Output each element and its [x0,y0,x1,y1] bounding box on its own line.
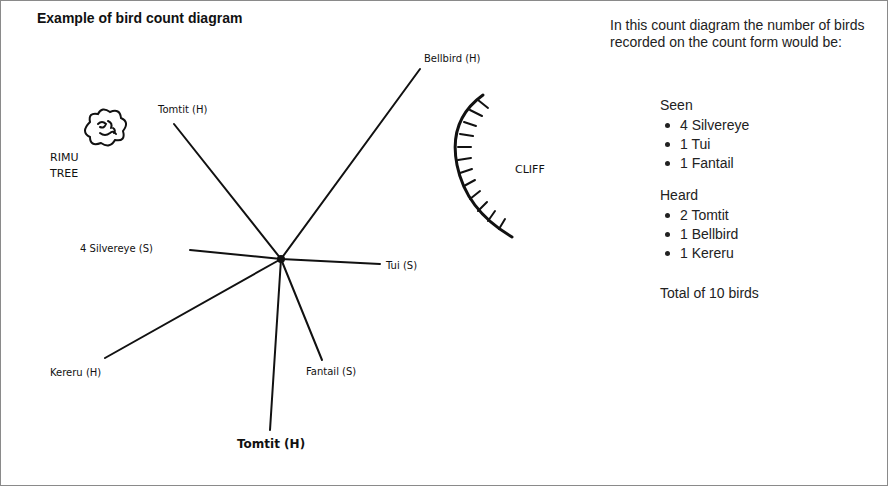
list-item: 2 Tomtit [680,207,729,223]
leader-line [281,69,420,259]
rimu-tree-icon [85,109,126,145]
list-item: 1 Tui [680,136,710,152]
bullet-dot [665,232,670,237]
list-heading: Seen [660,97,693,113]
leader-line [174,124,281,259]
bird-label: Tomtit (H) [158,104,207,115]
leader-line [105,259,281,358]
explanation-text: In this count diagram the number of bird… [610,17,878,51]
diagram-title: Example of bird count diagram [37,10,242,26]
list-item: 1 Kereru [680,245,734,261]
landmark-label: CLIFF [515,163,545,176]
bird-label: Bellbird (H) [424,53,480,64]
leader-line [281,259,380,264]
bullet-dot [665,123,670,128]
list-heading: Heard [660,187,698,203]
bird-label: 4 Silvereye (S) [80,243,153,254]
cliff-symbol [455,95,512,237]
list-item: 1 Fantail [680,155,734,171]
leader-line [270,259,281,430]
bird-label: Tomtit (H) [237,437,305,451]
leader-line [281,259,322,360]
bullet-dot [665,213,670,218]
bird-label: Kereru (H) [50,367,101,378]
list-item: 4 Silvereye [680,117,749,133]
bird-label: Tui (S) [386,260,417,271]
bullet-dot [665,251,670,256]
bird-label: Fantail (S) [306,366,356,377]
list-item: 1 Bellbird [680,226,738,242]
observer-point [277,255,285,263]
leader-line [190,250,281,259]
bullet-dot [665,142,670,147]
landmark-label: RIMU TREE [50,150,90,182]
total-text: Total of 10 birds [660,285,759,301]
bullet-dot [665,161,670,166]
